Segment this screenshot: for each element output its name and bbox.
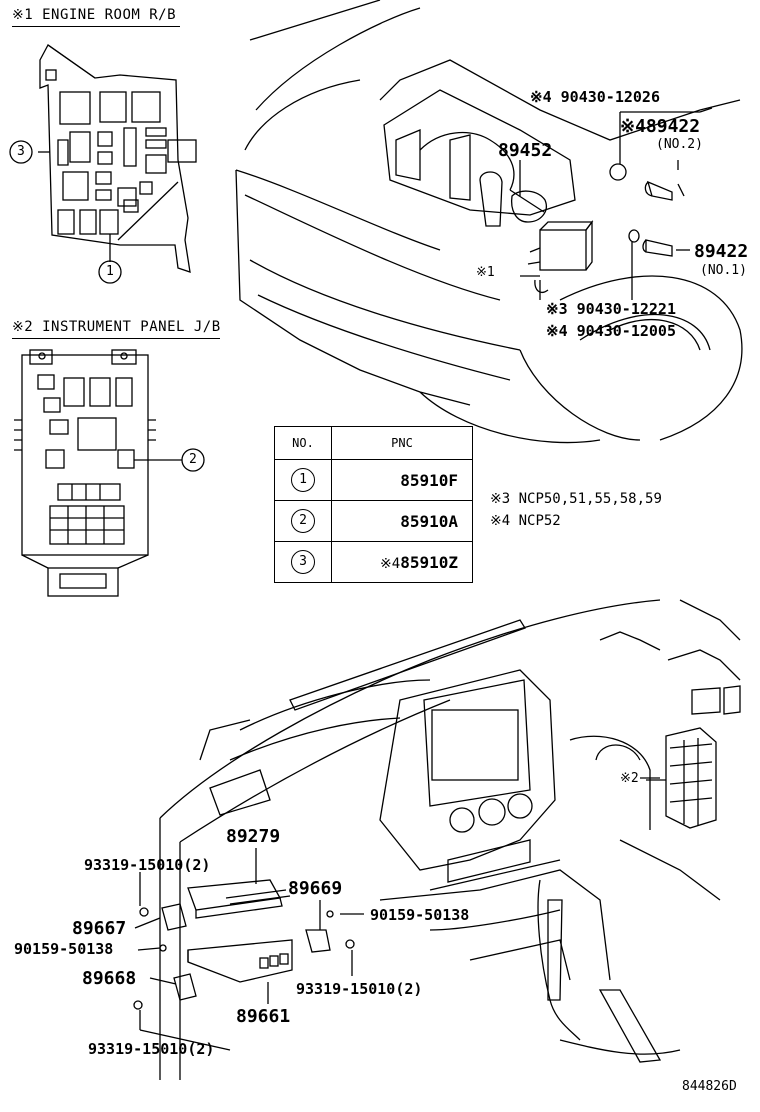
- pnc-value: ※485910Z: [331, 541, 473, 583]
- instrument-panel-header: ※2 INSTRUMENT PANEL J/B: [12, 319, 221, 335]
- header-underline: [12, 26, 180, 27]
- pnc-code: 85910F: [400, 470, 458, 490]
- pnc-code: 85910A: [400, 511, 458, 531]
- table-row[interactable]: 2 85910A: [274, 500, 473, 542]
- row-number: 3: [291, 550, 315, 574]
- part-93319-15010-top[interactable]: 93319-15010(2): [84, 856, 211, 874]
- table-header-row: NO. PNC: [274, 426, 473, 460]
- engine-room-header: ※1 ENGINE ROOM R/B: [12, 7, 177, 23]
- note-mark-2: ※2: [620, 771, 639, 786]
- row-number: 2: [291, 509, 315, 533]
- pnc-value: 85910A: [331, 500, 473, 542]
- instrument-panel-junction-block: [14, 349, 205, 597]
- note-4: ※4 NCP52: [490, 513, 561, 529]
- engine-room-relay-block: [9, 44, 197, 284]
- pnc-prefix: ※4: [380, 555, 401, 572]
- dashboard-illustration: [133, 599, 741, 1080]
- part-89422-no1[interactable]: 89422: [694, 241, 749, 262]
- part-90159-50138-right[interactable]: 90159-50138: [370, 906, 470, 924]
- note-3: ※3 NCP50,51,55,58,59: [490, 491, 662, 507]
- part-89422-no2[interactable]: ※489422: [620, 116, 701, 137]
- part-90430-12026[interactable]: ※4 90430-12026: [530, 88, 660, 106]
- header-underline: [12, 338, 220, 339]
- row-number: 1: [291, 468, 315, 492]
- part-89668[interactable]: 89668: [82, 968, 137, 989]
- part-89661[interactable]: 89661: [236, 1006, 291, 1027]
- part-89452[interactable]: 89452: [498, 140, 553, 161]
- table-row[interactable]: 1 85910F: [274, 459, 473, 501]
- table-row[interactable]: 3 ※485910Z: [274, 541, 473, 583]
- part-93319-15010-bottom[interactable]: 93319-15010(2): [88, 1040, 215, 1058]
- part-90159-50138-left[interactable]: 90159-50138: [14, 940, 114, 958]
- part-89279[interactable]: 89279: [226, 826, 281, 847]
- part-90430-12005[interactable]: ※4 90430-12005: [546, 322, 676, 340]
- part-93319-15010-right[interactable]: 93319-15010(2): [296, 980, 423, 998]
- callout-1[interactable]: 1: [106, 264, 114, 279]
- pnc-code: 85910Z: [400, 552, 458, 572]
- note-mark-1: ※1: [476, 265, 495, 280]
- engine-bay-illustration: [235, 0, 743, 444]
- part-89667[interactable]: 89667: [72, 918, 127, 939]
- table-header-no: NO.: [274, 426, 332, 460]
- pnc-value: 85910F: [331, 459, 473, 501]
- table-header-pnc: PNC: [331, 426, 473, 460]
- part-90430-12221[interactable]: ※3 90430-12221: [546, 300, 676, 318]
- callout-3[interactable]: 3: [17, 144, 25, 159]
- drawing-code: 844826D: [682, 1079, 737, 1094]
- part-89422-no2-note: (NO.2): [656, 137, 703, 152]
- part-89422-no1-note: (NO.1): [700, 263, 747, 278]
- part-89669[interactable]: 89669: [288, 878, 343, 899]
- pnc-table: NO. PNC 1 85910F 2 85910A 3 ※485910Z: [274, 426, 473, 583]
- callout-2[interactable]: 2: [189, 452, 197, 467]
